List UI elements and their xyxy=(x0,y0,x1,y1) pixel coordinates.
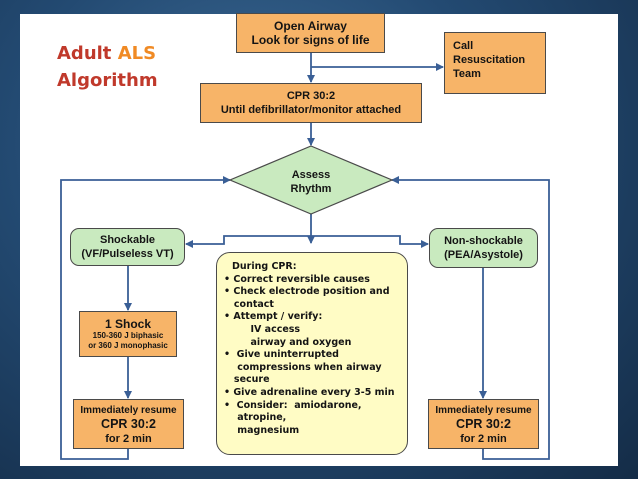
call-resuscitation-team-box: Call Resuscitation Team xyxy=(444,32,546,94)
shockable-box: Shockable (VF/Pulseless VT) xyxy=(70,228,185,266)
title-word-adult: Adult xyxy=(57,43,112,64)
one-shock-box: 1 Shock 150-360 J biphasic or 360 J mono… xyxy=(79,311,177,357)
during-cpr-line: • Check electrode position and xyxy=(224,286,390,298)
during-cpr-line: • Correct reversible causes xyxy=(224,273,370,285)
cpr-until-defibrillator-box: CPR 30:2 Until defibrillator/monitor att… xyxy=(200,83,422,123)
resume-cpr-right-box: Immediately resume CPR 30:2 for 2 min xyxy=(428,399,539,449)
title-word-als: ALS xyxy=(117,43,157,64)
during-cpr-line: airway and oxygen xyxy=(224,336,352,348)
arrow-split-to-shockable xyxy=(185,235,311,248)
during-cpr-line: • Give adrenaline every 3-5 min xyxy=(224,386,395,398)
open-airway-box: Open Airway Look for signs of life xyxy=(236,13,385,53)
loop-right-to-assess xyxy=(391,176,550,460)
assess-rhythm-diamond xyxy=(228,145,394,215)
during-cpr-line: • Attempt / verify: xyxy=(224,311,323,323)
during-cpr-line: magnesium xyxy=(224,424,300,436)
during-cpr-line: compressions when airway xyxy=(224,361,382,373)
during-cpr-heading: During CPR: xyxy=(232,261,297,272)
title-word-algorithm: Algorithm xyxy=(57,70,158,91)
during-cpr-list: • Correct reversible causes• Check elect… xyxy=(224,274,407,438)
resume-cpr-left-box: Immediately resume CPR 30:2 for 2 min xyxy=(73,399,184,449)
assess-rhythm-label: Assess Rhythm xyxy=(290,169,332,195)
during-cpr-line: IV access xyxy=(224,323,301,335)
non-shockable-box: Non-shockable (PEA/Asystole) xyxy=(429,228,538,268)
arrow-split-to-non-shockable xyxy=(311,235,429,248)
during-cpr-line: • Give uninterrupted xyxy=(224,349,339,361)
during-cpr-line: secure xyxy=(224,374,270,386)
loop-left-to-assess xyxy=(60,176,231,460)
during-cpr-line: • Consider: amiodarone, xyxy=(224,399,362,411)
during-cpr-line: atropine, xyxy=(224,412,287,424)
slide-title: Adult ALS Algorithm xyxy=(57,40,158,94)
during-cpr-line: contact xyxy=(224,298,274,310)
during-cpr-box: During CPR: • Correct reversible causes•… xyxy=(216,252,408,455)
